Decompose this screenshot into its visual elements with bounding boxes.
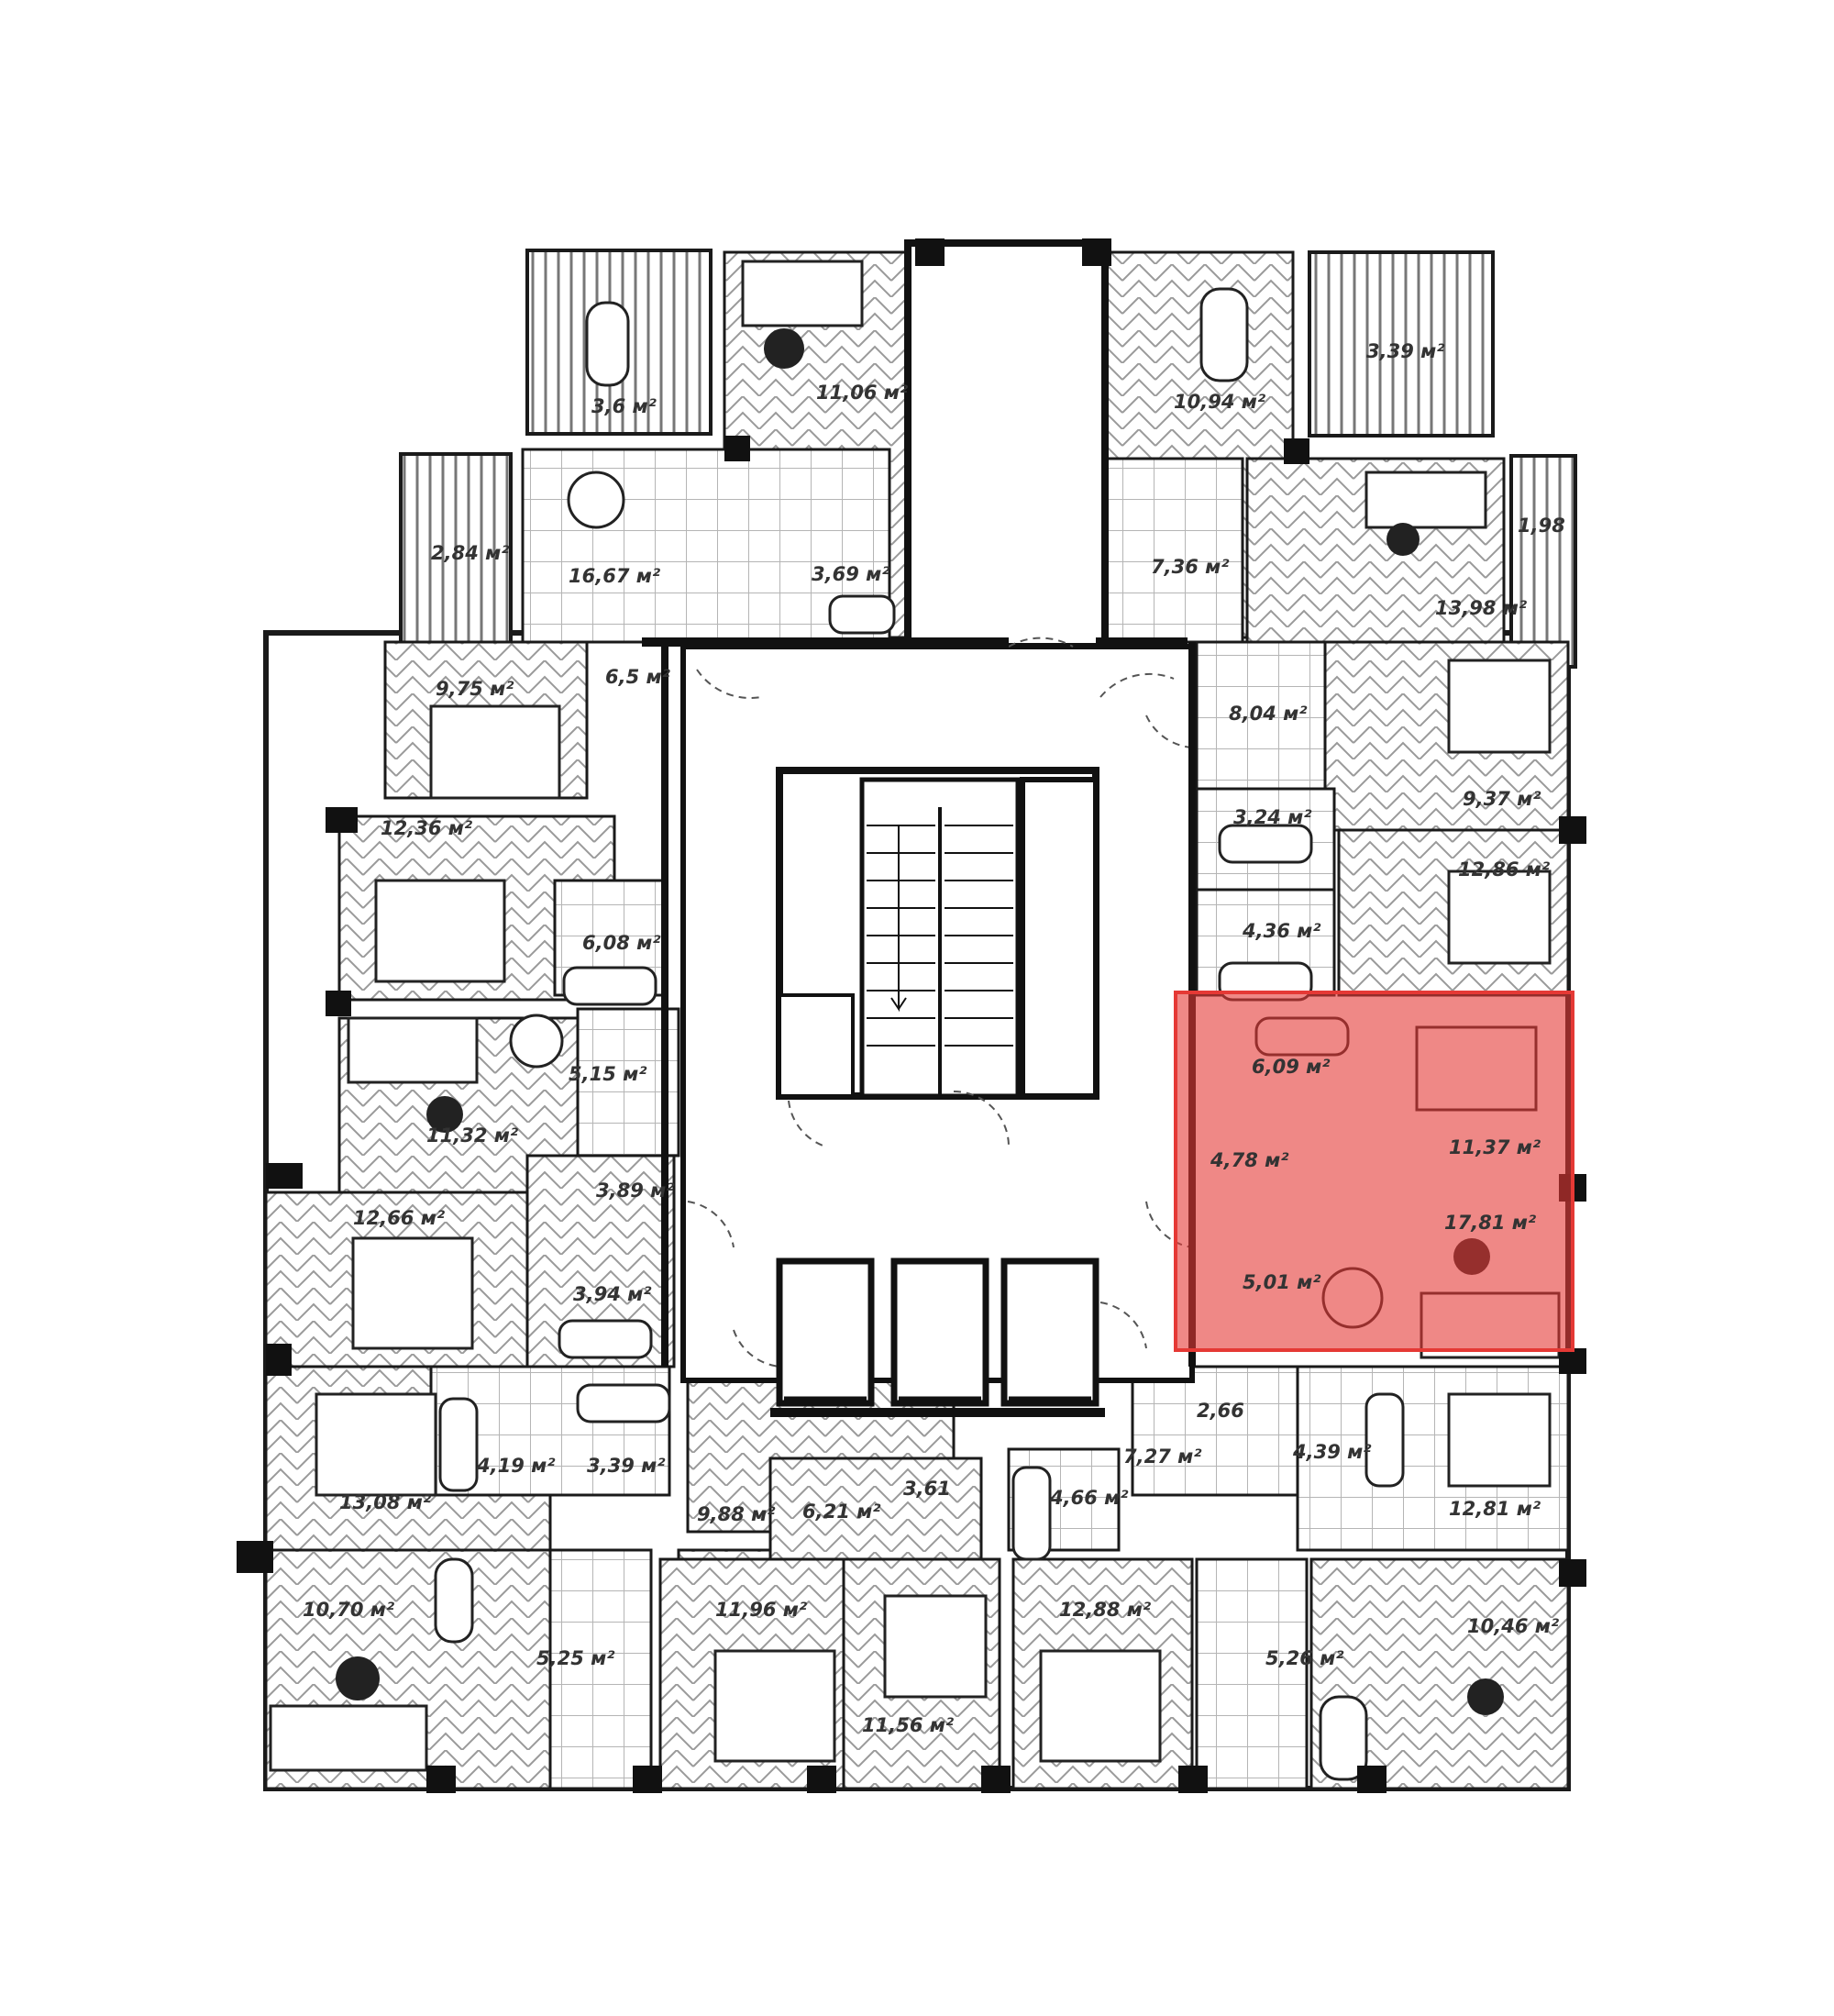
- room-area-label: 16,67 м²: [569, 565, 661, 587]
- room-area-label: 1,98: [1518, 515, 1565, 537]
- beds: [315, 659, 1552, 1763]
- room-area-label: 12,66 м²: [353, 1207, 446, 1229]
- room-area-label: 3,89 м²: [596, 1180, 675, 1202]
- room-area-label: 3,61: [903, 1478, 951, 1500]
- room-area-label: 5,25 м²: [536, 1647, 615, 1669]
- room-area-label: 3,24 м²: [1233, 806, 1312, 828]
- room-area-label: 11,96 м²: [715, 1599, 808, 1621]
- room-area-label: 3,6 м²: [591, 395, 657, 417]
- room-area-label: 11,32 м²: [426, 1124, 519, 1146]
- terraces: [399, 249, 1577, 669]
- room-area-label: 4,78 м²: [1210, 1149, 1289, 1171]
- room-area-label: 3,69 м²: [812, 563, 890, 585]
- room-area-label: 2,66: [1197, 1400, 1244, 1422]
- room-area-label: 12,81 м²: [1449, 1498, 1541, 1520]
- room-area-label: 12,86 м²: [1458, 858, 1551, 881]
- room-area-label: 6,09 м²: [1252, 1056, 1331, 1078]
- area-labels: 3,6 м² 11,06 м² 10,94 м² 3,39 м² 2,84 м²…: [303, 340, 1565, 1736]
- staircase: [859, 777, 1021, 1099]
- room-area-label: 4,66 м²: [1049, 1487, 1129, 1509]
- room-area-label: 3,94 м²: [573, 1283, 652, 1305]
- room-area-label: 12,36 м²: [381, 817, 473, 839]
- room-area-label: 11,56 м²: [862, 1714, 955, 1736]
- room-area-label: 2,84 м²: [431, 542, 510, 564]
- room-area-label: 11,06 м²: [816, 382, 909, 404]
- room-area-label: 10,70 м²: [303, 1599, 395, 1621]
- room-area-label: 7,36 м²: [1151, 556, 1230, 578]
- highlighted-apartment[interactable]: [1174, 991, 1574, 1352]
- room-area-label: 3,39 м²: [1366, 340, 1445, 362]
- room-area-label: 13,08 м²: [339, 1491, 432, 1513]
- room-area-label: 4,19 м²: [476, 1455, 556, 1477]
- room-area-label: 11,37 м²: [1449, 1136, 1541, 1158]
- room-area-label: 9,88 м²: [697, 1503, 776, 1525]
- room-area-label: 6,21 м²: [802, 1501, 881, 1523]
- elevators: [776, 1257, 1099, 1407]
- room-area-label: 4,36 м²: [1242, 920, 1321, 942]
- room-area-label: 17,81 м²: [1444, 1212, 1537, 1234]
- room-area-label: 5,01 м²: [1243, 1271, 1321, 1293]
- doors: [687, 637, 1193, 1368]
- room-area-label: 10,46 м²: [1467, 1615, 1560, 1637]
- room-area-label: 10,94 м²: [1174, 391, 1266, 413]
- room-area-label: 4,39 м²: [1292, 1441, 1372, 1463]
- room-area-label: 5,26 м²: [1265, 1647, 1344, 1669]
- room-area-label: 9,37 м²: [1463, 788, 1541, 810]
- room-area-label: 7,27 м²: [1123, 1446, 1202, 1468]
- room-area-label: 6,08 м²: [582, 932, 661, 954]
- room-area-label: 8,04 м²: [1229, 703, 1308, 725]
- room-area-label: 13,98 м²: [1435, 597, 1528, 619]
- room-area-label: 3,39 м²: [587, 1455, 666, 1477]
- room-area-label: 9,75 м²: [436, 678, 514, 700]
- room-area-label: 5,15 м²: [569, 1063, 647, 1085]
- building-core: [680, 239, 1195, 1417]
- room-area-label: 6,5 м²: [605, 666, 671, 688]
- room-area-label: 12,88 м²: [1059, 1599, 1152, 1621]
